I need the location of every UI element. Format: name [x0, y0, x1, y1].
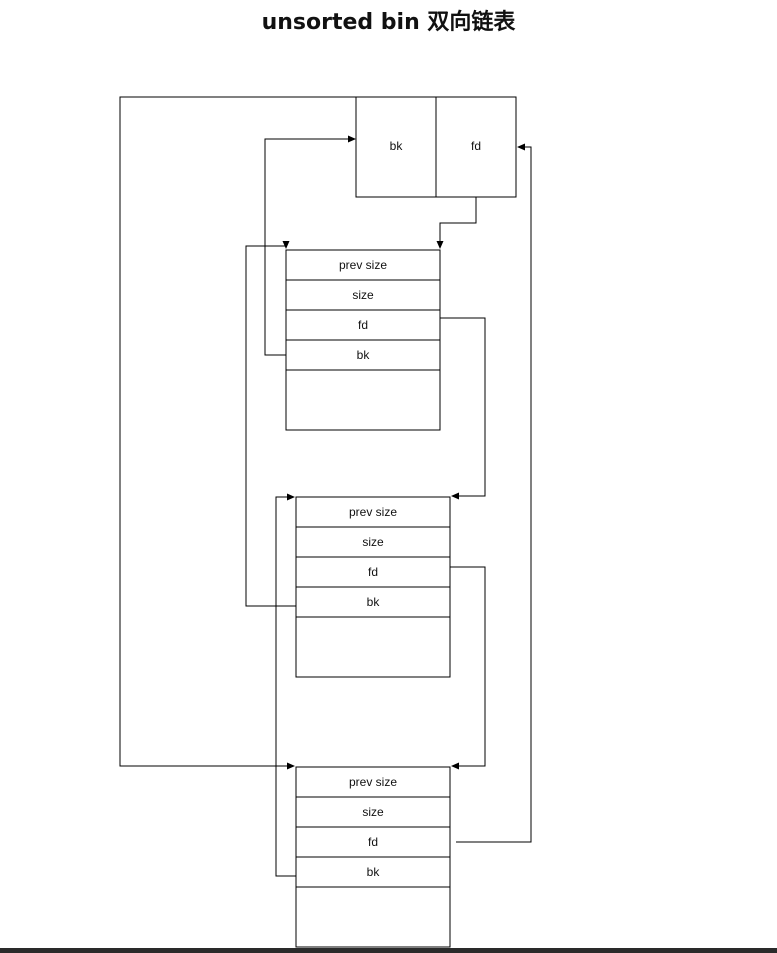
- chunk-3-bk-label: bk: [367, 865, 381, 879]
- chunk-1-size-label: size: [352, 288, 374, 302]
- chunk-1-bk-label: bk: [357, 348, 371, 362]
- chunk-2-fd-label: fd: [368, 565, 378, 579]
- chunk1-bk-to-bin-arrow: [264, 135, 356, 356]
- chunk-2-bk-label: bk: [367, 595, 381, 609]
- chunk3-bk-to-chunk2-arrow: [275, 493, 296, 877]
- chunk1-fd-to-chunk2-arrow: [440, 317, 486, 500]
- chunk-3-size-label: size: [362, 805, 384, 819]
- bin-head: bk fd: [355, 96, 517, 198]
- chunk-2-prev-size-label: prev size: [349, 505, 397, 519]
- chunk2-fd-to-chunk3-arrow: [450, 566, 486, 770]
- bin-fd-to-chunk1-arrow: [436, 197, 477, 249]
- chunk-1-fd-label: fd: [358, 318, 368, 332]
- chunk3-fd-to-bin-arrow: [456, 143, 532, 843]
- chunk-3-fd-label: fd: [368, 835, 378, 849]
- bottom-edge-bar: [0, 948, 777, 953]
- chunk-3-prev-size-label: prev size: [349, 775, 397, 789]
- chunk-1: prev size size fd bk: [285, 249, 441, 431]
- chunk-2-size-label: size: [362, 535, 384, 549]
- chunk-2: prev size size fd bk: [295, 496, 451, 678]
- bin-head-bk-cell: [355, 96, 437, 198]
- bin-bk-to-chunk3-arrow: [119, 96, 356, 770]
- bin-head-bk-label: bk: [390, 139, 404, 153]
- chunk-3: prev size size fd bk: [295, 766, 451, 948]
- chunk2-bk-to-chunk1-arrow: [245, 241, 296, 607]
- pointer-connectors: [119, 96, 532, 877]
- diagram-title: unsorted bin 双向链表: [261, 10, 516, 35]
- bin-head-fd-label: fd: [471, 139, 481, 153]
- chunk-1-prev-size-label: prev size: [339, 258, 387, 272]
- bin-head-fd-cell: [435, 96, 517, 198]
